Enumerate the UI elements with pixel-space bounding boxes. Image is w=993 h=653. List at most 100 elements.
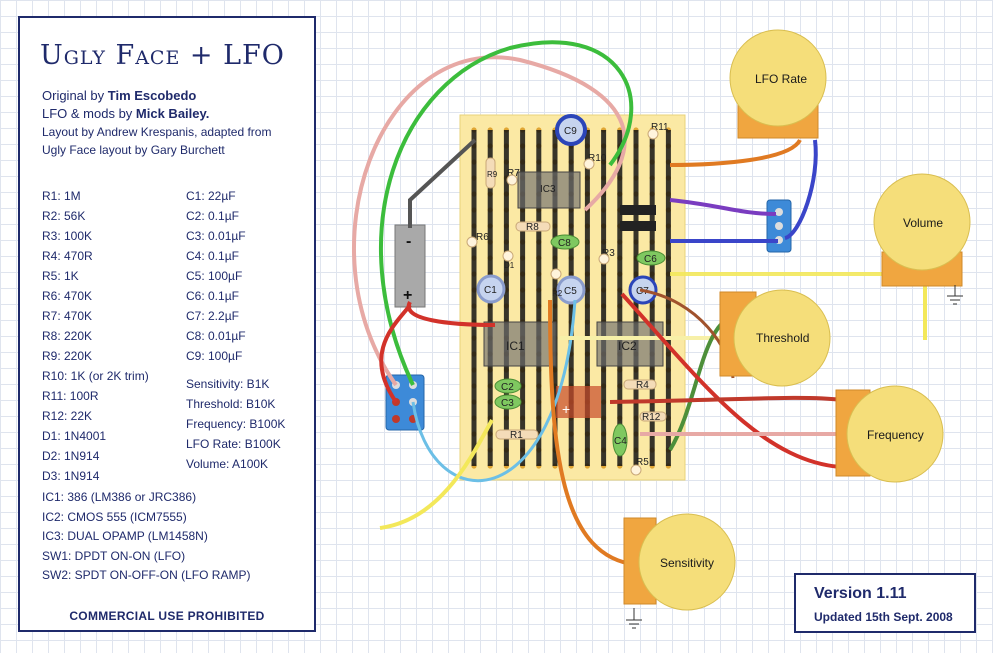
- c6-label: C6: [644, 254, 657, 265]
- capacitor-item-4: C5: 100µF: [186, 269, 243, 283]
- r5-label: R5: [636, 457, 649, 468]
- pot-threshold-label: Threshold: [756, 331, 809, 345]
- pot-volume[interactable]: Volume: [873, 173, 971, 287]
- c3-label: C3: [501, 398, 514, 409]
- c9-capacitor: [555, 114, 587, 146]
- wire-battery-grey: [408, 138, 477, 228]
- c2-capacitor: [494, 378, 522, 394]
- capacitor-item-5: C6: 0.1µF: [186, 289, 239, 303]
- ic3-label: IC3: [540, 184, 556, 195]
- diode-item-0: D1: 1N4001: [42, 429, 107, 443]
- r7-label: R7: [507, 168, 520, 179]
- wire-red-frequency-2: [609, 395, 844, 404]
- d3-label: D3: [636, 205, 649, 216]
- capacitor-item-0: C1: 22µF: [186, 189, 236, 203]
- r8-label: R8: [526, 222, 539, 233]
- commercial-use-notice: COMMERCIAL USE PROHIBITED: [69, 609, 265, 623]
- ic-switch-item-1: IC2: CMOS 555 (ICM7555): [42, 509, 187, 524]
- resistor-item-10: R11: 100R: [42, 389, 99, 403]
- c4-capacitor: [612, 423, 628, 457]
- capacitor-item-3: C4: 0.1µF: [186, 249, 239, 263]
- diode-item-2: D3: 1N914: [42, 469, 100, 483]
- sw2-plus-mark: +: [562, 401, 570, 417]
- d1-diode-end: [502, 250, 514, 262]
- battery: [394, 224, 426, 308]
- pot-value-item-1: Threshold: B10K: [186, 397, 276, 411]
- r10-label: R10: [588, 153, 607, 164]
- capacitor-item-8: C9: 100µF: [186, 349, 243, 363]
- wire-blue-lfo-rate: [784, 139, 818, 240]
- c1-label: C1: [484, 285, 497, 296]
- ic-switch-item-0: IC1: 386 (LM386 or JRC386): [42, 490, 197, 504]
- ic1-label: IC1: [506, 339, 525, 353]
- r11-label: R11: [651, 122, 669, 133]
- version-title: Version 1.11: [814, 585, 907, 602]
- c5-capacitor: [556, 275, 586, 305]
- resistor-item-6: R7: 470K: [42, 309, 93, 323]
- r3-resistor-end: [598, 253, 610, 265]
- resistor-item-9: R10: 1K (or 2K trim): [42, 369, 149, 383]
- wire-orange-lfo-rate: [669, 138, 802, 167]
- sw2-lugs: [775, 208, 783, 244]
- resistor-item-5: R6: 470K: [42, 289, 93, 303]
- pot-frequency[interactable]: Frequency: [835, 385, 944, 483]
- d3-diode: [620, 205, 656, 215]
- r4-resistor: [623, 379, 657, 390]
- r9-label: R9: [487, 170, 498, 179]
- wire-purple: [669, 198, 777, 216]
- r6-label: R6: [476, 232, 489, 243]
- r2-label: R2: [552, 289, 563, 298]
- d1-label: D1: [504, 261, 515, 270]
- credit-lfo: LFO & mods by Mick Bailey.: [42, 106, 209, 121]
- credit-original-author: Tim Escobedo: [107, 88, 197, 103]
- r11-resistor-end: [647, 128, 659, 140]
- wire-lightblue: [411, 299, 577, 483]
- pot-lfo-rate[interactable]: LFO Rate: [729, 29, 827, 139]
- pot-value-item-4: Volume: A100K: [186, 457, 269, 471]
- resistor-item-7: R8: 220K: [42, 329, 93, 343]
- pot-lfo-rate-label: LFO Rate: [755, 72, 807, 86]
- r4-label: R4: [636, 380, 649, 391]
- resistor-item-4: R5: 1K: [42, 269, 79, 283]
- r12-resistor: [639, 411, 667, 422]
- ic2-label: IC2: [618, 339, 637, 353]
- credit-lfo-prefix: LFO & mods by: [42, 106, 136, 121]
- ic-switch-item-2: IC3: DUAL OPAMP (LM1458N): [42, 529, 208, 543]
- credit-lfo-author: Mick Bailey.: [135, 106, 210, 121]
- info-panel: Ugly Face + LFO Original by Tim Escobedo…: [18, 16, 316, 632]
- c8-label: C8: [558, 238, 571, 249]
- ic-switch-item-3: SW1: DPDT ON-ON (LFO): [42, 548, 186, 563]
- pot-sensitivity[interactable]: Sensitivity: [623, 513, 736, 611]
- pot-volume-label: Volume: [903, 216, 943, 230]
- r10-resistor-end: [583, 158, 595, 170]
- pot-sensitivity-label: Sensitivity: [660, 556, 714, 570]
- r9-resistor: [485, 157, 496, 189]
- page-title: Ugly Face + LFO: [40, 40, 285, 71]
- r7-resistor-end: [506, 174, 518, 186]
- wire-red-sw1: [379, 303, 412, 404]
- c3-capacitor: [494, 394, 522, 410]
- pot-frequency-label: Frequency: [867, 428, 924, 442]
- r1-resistor: [495, 429, 539, 440]
- resistor-item-8: R9: 220K: [42, 349, 93, 363]
- r1-label: R1: [510, 430, 523, 441]
- capacitor-item-1: C2: 0.1µF: [186, 209, 239, 223]
- credit-layout-line2: Ugly Face layout by Gary Burchett: [42, 143, 225, 157]
- r8-resistor: [515, 221, 551, 232]
- resistor-item-11: R12: 22K: [42, 409, 93, 423]
- c1-capacitor: [476, 274, 506, 304]
- c8-capacitor: [550, 234, 580, 250]
- pot-threshold[interactable]: Threshold: [719, 289, 831, 387]
- r5-resistor-end: [630, 464, 642, 476]
- capacitor-item-2: C3: 0.01µF: [186, 229, 246, 243]
- pot-value-item-3: LFO Rate: B100K: [186, 437, 281, 451]
- resistor-item-2: R3: 100K: [42, 229, 93, 243]
- credit-layout-line1: Layout by Andrew Krespanis, adapted from: [42, 125, 272, 139]
- resistor-item-0: R1: 1M: [42, 189, 81, 203]
- ic3-chip: [517, 171, 581, 209]
- diode-item-1: D2: 1N914: [42, 449, 100, 463]
- r3-label: R3: [602, 248, 615, 259]
- c9-label: C9: [564, 126, 577, 137]
- ic1-chip: [483, 321, 557, 367]
